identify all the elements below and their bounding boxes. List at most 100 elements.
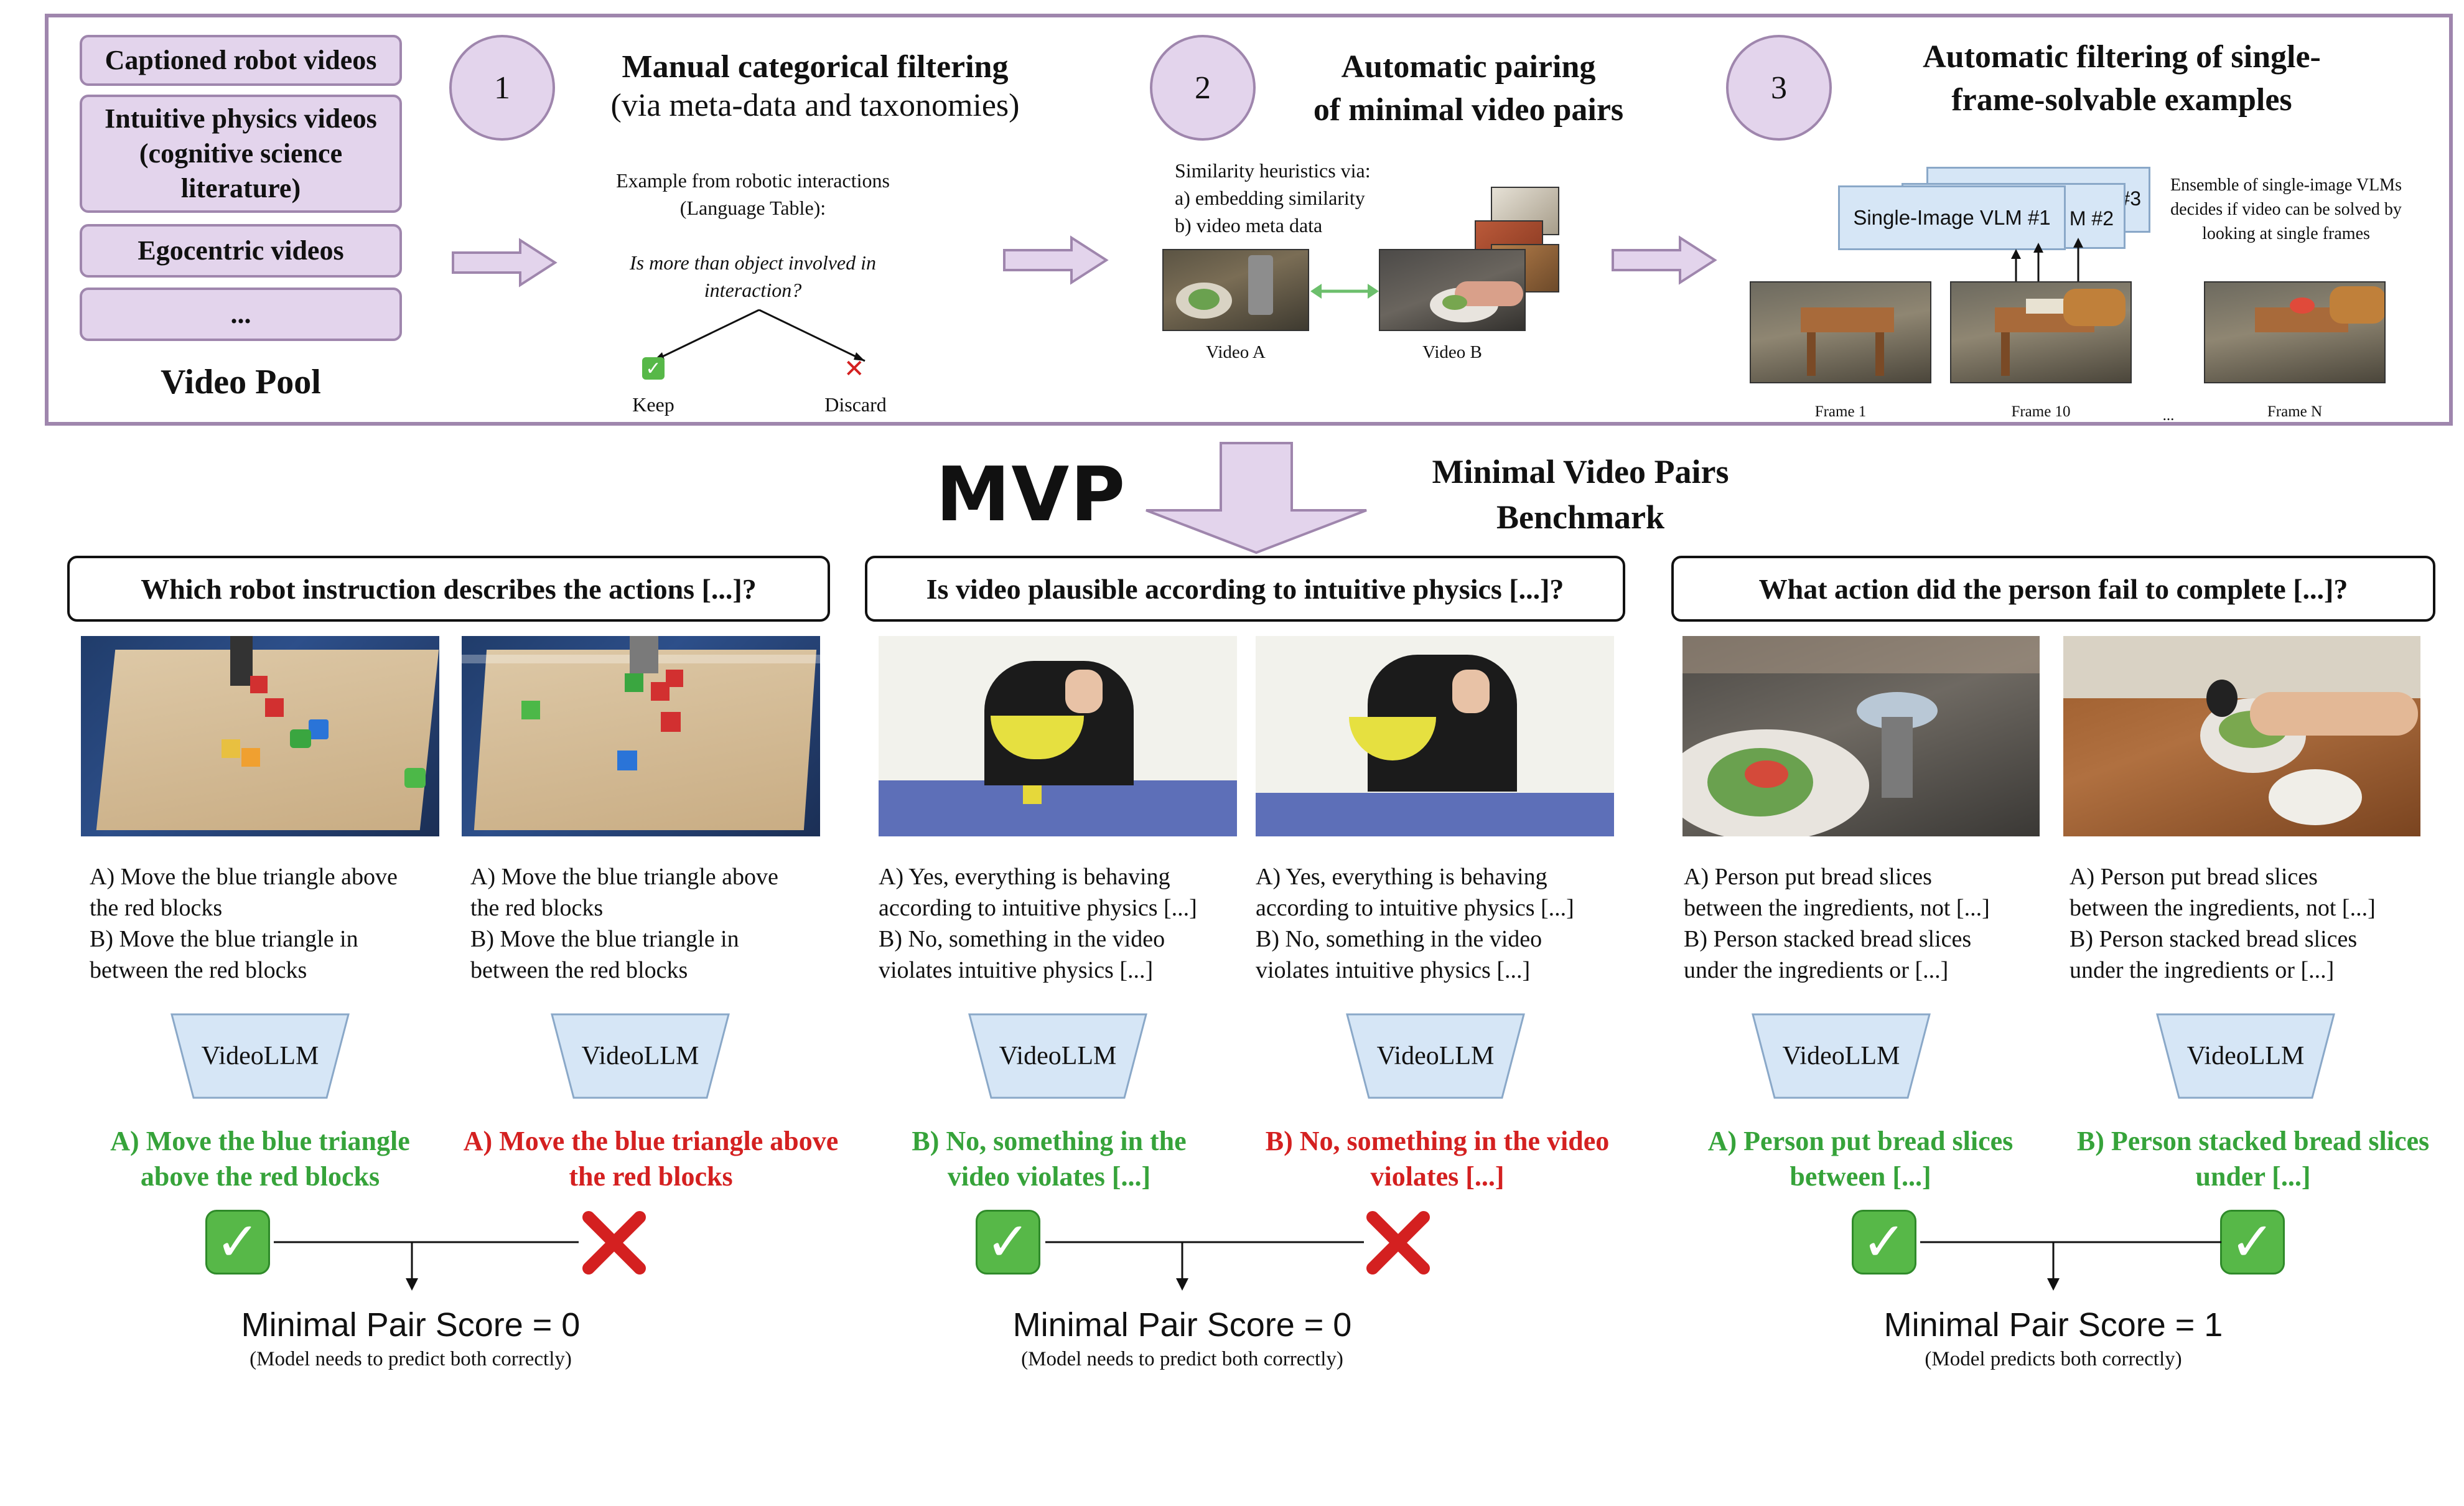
videollm-shape (2156, 1013, 2335, 1099)
score-physics: Minimal Pair Score = 0 (1012, 1306, 1352, 1344)
frame-label: Frame 1 (1814, 403, 1867, 420)
egocentric-video-a (1682, 636, 2040, 836)
decision-tree (653, 309, 866, 362)
check-icon: ✓ (976, 1210, 1040, 1274)
step-1-circle: 1 (449, 35, 555, 141)
arrow-right-icon (452, 238, 558, 288)
pool-item-physics: Intuitive physics videos (cognitive scie… (80, 95, 402, 213)
answer-line: above the red blocks (140, 1161, 380, 1192)
options-robot-b: A) Move the blue triangle above the red … (470, 861, 778, 986)
title-line: of minimal video pairs (1313, 91, 1624, 128)
heuristic-line: b) video meta data (1175, 214, 1323, 237)
option-line: between the red blocks (470, 957, 688, 984)
question-physics: Is video plausible according to intuitiv… (865, 556, 1625, 622)
answer-egocentric-b: B) Person stacked bread slices under [..… (2063, 1123, 2443, 1194)
example-line: Example from robotic interactions (616, 169, 890, 192)
answer-line: under [...] (2195, 1161, 2311, 1192)
option-line: under the ingredients or [...] (2070, 957, 2335, 984)
merge-connector (1920, 1241, 2221, 1291)
option-line: under the ingredients or [...] (1684, 957, 1949, 984)
answer-line: B) No, something in the video (1265, 1126, 1610, 1156)
robot-video-b (462, 636, 820, 836)
example-line: (Language Table): (679, 197, 826, 220)
option-line: A) Move the blue triangle above (90, 864, 398, 890)
answer-line: between [...] (1790, 1161, 1931, 1192)
ensemble-note: Ensemble of single-image VLMs decides if… (2162, 173, 2410, 246)
keep-label: Keep (632, 393, 674, 416)
answer-line: A) Person put bread slices (1707, 1126, 2014, 1156)
score-note-physics: (Model needs to predict both correctly) (1021, 1348, 1343, 1370)
option-line: the red blocks (90, 895, 223, 922)
answer-robot-b: A) Move the blue triangle above the red … (452, 1123, 850, 1194)
pair-arrow-icon (1310, 284, 1379, 299)
check-icon: ✓ (205, 1210, 270, 1274)
answer-line: the red blocks (569, 1161, 733, 1192)
title-line: Automatic filtering of single- (1923, 39, 2321, 75)
question-robot: Which robot instruction describes the ac… (67, 556, 830, 622)
option-line: according to intuitive physics [...] (879, 895, 1197, 922)
answer-physics-b: B) No, something in the video violates [… (1238, 1123, 1636, 1194)
vlm-card-1: Single-Image VLM #1 (1838, 185, 2066, 250)
mvp-logo: MVP (936, 452, 1127, 538)
pool-item-egocentric: Egocentric videos (80, 224, 402, 278)
option-line: A) Person put bread slices (2070, 864, 2318, 890)
title-line: Automatic pairing (1341, 49, 1596, 85)
videollm-shape (1752, 1013, 1931, 1099)
option-line: B) Person stacked bread slices (1684, 926, 1972, 953)
frame-n-thumbnail (2204, 281, 2386, 383)
discard-label: Discard (824, 393, 887, 416)
option-line: between the red blocks (90, 957, 307, 984)
frame-1-thumbnail (1750, 281, 1931, 383)
benchmark-title: Minimal Video Pairs Benchmark (1388, 449, 1773, 540)
video-b-thumbnail (1379, 249, 1526, 331)
question-egocentric: What action did the person fail to compl… (1671, 556, 2435, 622)
videollm-shape (170, 1013, 350, 1099)
answer-line: video violates [...] (947, 1161, 1151, 1192)
videollm-shape (1346, 1013, 1525, 1099)
videollm-label: VideoLLM (999, 1042, 1117, 1070)
step-1-subtitle: (via meta-data and taxonomies) (610, 88, 1020, 123)
robot-video-a (81, 636, 439, 836)
option-line: the red blocks (470, 895, 604, 922)
video-a-label: Video A (1206, 342, 1266, 362)
physics-video-b (1256, 636, 1614, 836)
title-line: frame-solvable examples (1951, 82, 2292, 118)
heuristic-line: Similarity heuristics via: (1175, 159, 1371, 182)
merge-connector (274, 1241, 579, 1291)
frame-10-thumbnail (1950, 281, 2132, 383)
merge-connector (1045, 1241, 1364, 1291)
option-line: between the ingredients, not [...] (1684, 895, 1990, 922)
arrow-right-icon (1612, 235, 1717, 285)
answer-line: B) No, something in the (912, 1126, 1187, 1156)
title-line: Benchmark (1496, 498, 1664, 536)
videollm-shape (968, 1013, 1147, 1099)
option-line: A) Yes, everything is behaving (879, 864, 1170, 890)
note-line: looking at single frames (2202, 224, 2370, 244)
option-line: A) Yes, everything is behaving (1256, 864, 1547, 890)
frame-label: Frame 10 (2011, 403, 2071, 420)
option-line: B) No, something in the video (1256, 926, 1542, 953)
answer-line: A) Move the blue triangle (110, 1126, 410, 1156)
step-3-circle: 3 (1726, 35, 1832, 141)
step-2-circle: 2 (1150, 35, 1256, 141)
option-line: B) Move the blue triangle in (90, 926, 358, 953)
option-line: A) Move the blue triangle above (470, 864, 778, 890)
cross-icon (1366, 1211, 1430, 1274)
check-icon: ✓ (1852, 1210, 1916, 1274)
filter-question: Is more than object involved in interact… (629, 251, 877, 302)
check-icon: ✓ (2220, 1210, 2285, 1274)
keep-check-icon: ✓ (642, 357, 665, 380)
step-2-title: Automatic pairing of minimal video pairs (1269, 46, 1668, 131)
step-1-title: Manual categorical filtering (622, 49, 1009, 85)
videollm-label: VideoLLM (1782, 1042, 1900, 1070)
answer-line: A) Move the blue triangle above (463, 1126, 839, 1156)
option-line: B) No, something in the video (879, 926, 1165, 953)
option-line: according to intuitive physics [...] (1256, 895, 1574, 922)
option-line: B) Move the blue triangle in (470, 926, 739, 953)
score-robot: Minimal Pair Score = 0 (241, 1306, 581, 1344)
answer-robot-a: A) Move the blue triangle above the red … (80, 1123, 441, 1194)
arrow-down-icon (1146, 442, 1367, 554)
options-robot-a: A) Move the blue triangle above the red … (90, 861, 398, 986)
egocentric-video-b (2063, 636, 2420, 836)
frame-label: Frame N (2267, 403, 2323, 420)
